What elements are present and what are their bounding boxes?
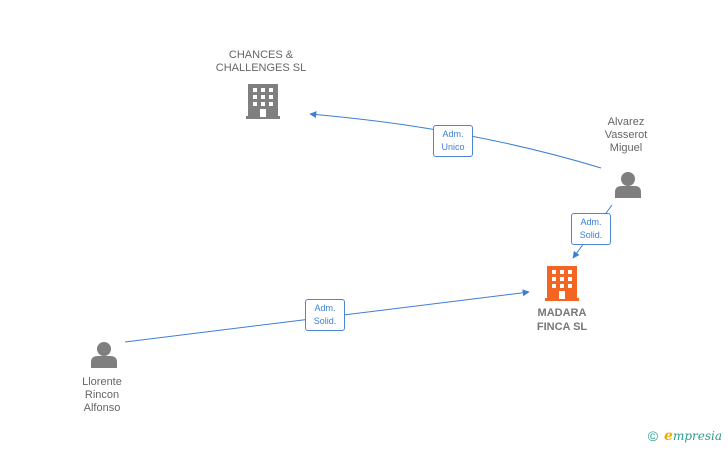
brand-logo-text: mpresia xyxy=(672,429,722,443)
edge-label-adm-solid-alvarez: Adm. Solid. xyxy=(571,213,611,245)
company-label-madara[interactable]: MADARA FINCA SL xyxy=(536,307,588,333)
brand-logo-initial: e xyxy=(664,428,673,444)
edge-label-adm-solid-llorente: Adm. Solid. xyxy=(305,299,345,331)
person-icon[interactable] xyxy=(91,342,117,368)
copyright-icon: © xyxy=(647,428,659,444)
person-label-alvarez[interactable]: Alvarez Vasserot Miguel xyxy=(604,116,648,154)
building-icon[interactable] xyxy=(246,84,280,119)
person-icon[interactable] xyxy=(615,172,641,198)
footer-brand: © e mpresia xyxy=(648,428,722,444)
building-icon-highlighted[interactable] xyxy=(545,266,579,301)
person-label-llorente[interactable]: Llorente Rincon Alfonso xyxy=(82,376,122,414)
edge-label-adm-unico: Adm. Unico xyxy=(433,125,473,157)
company-label-chances[interactable]: CHANCES & CHALLENGES SL xyxy=(215,49,307,74)
